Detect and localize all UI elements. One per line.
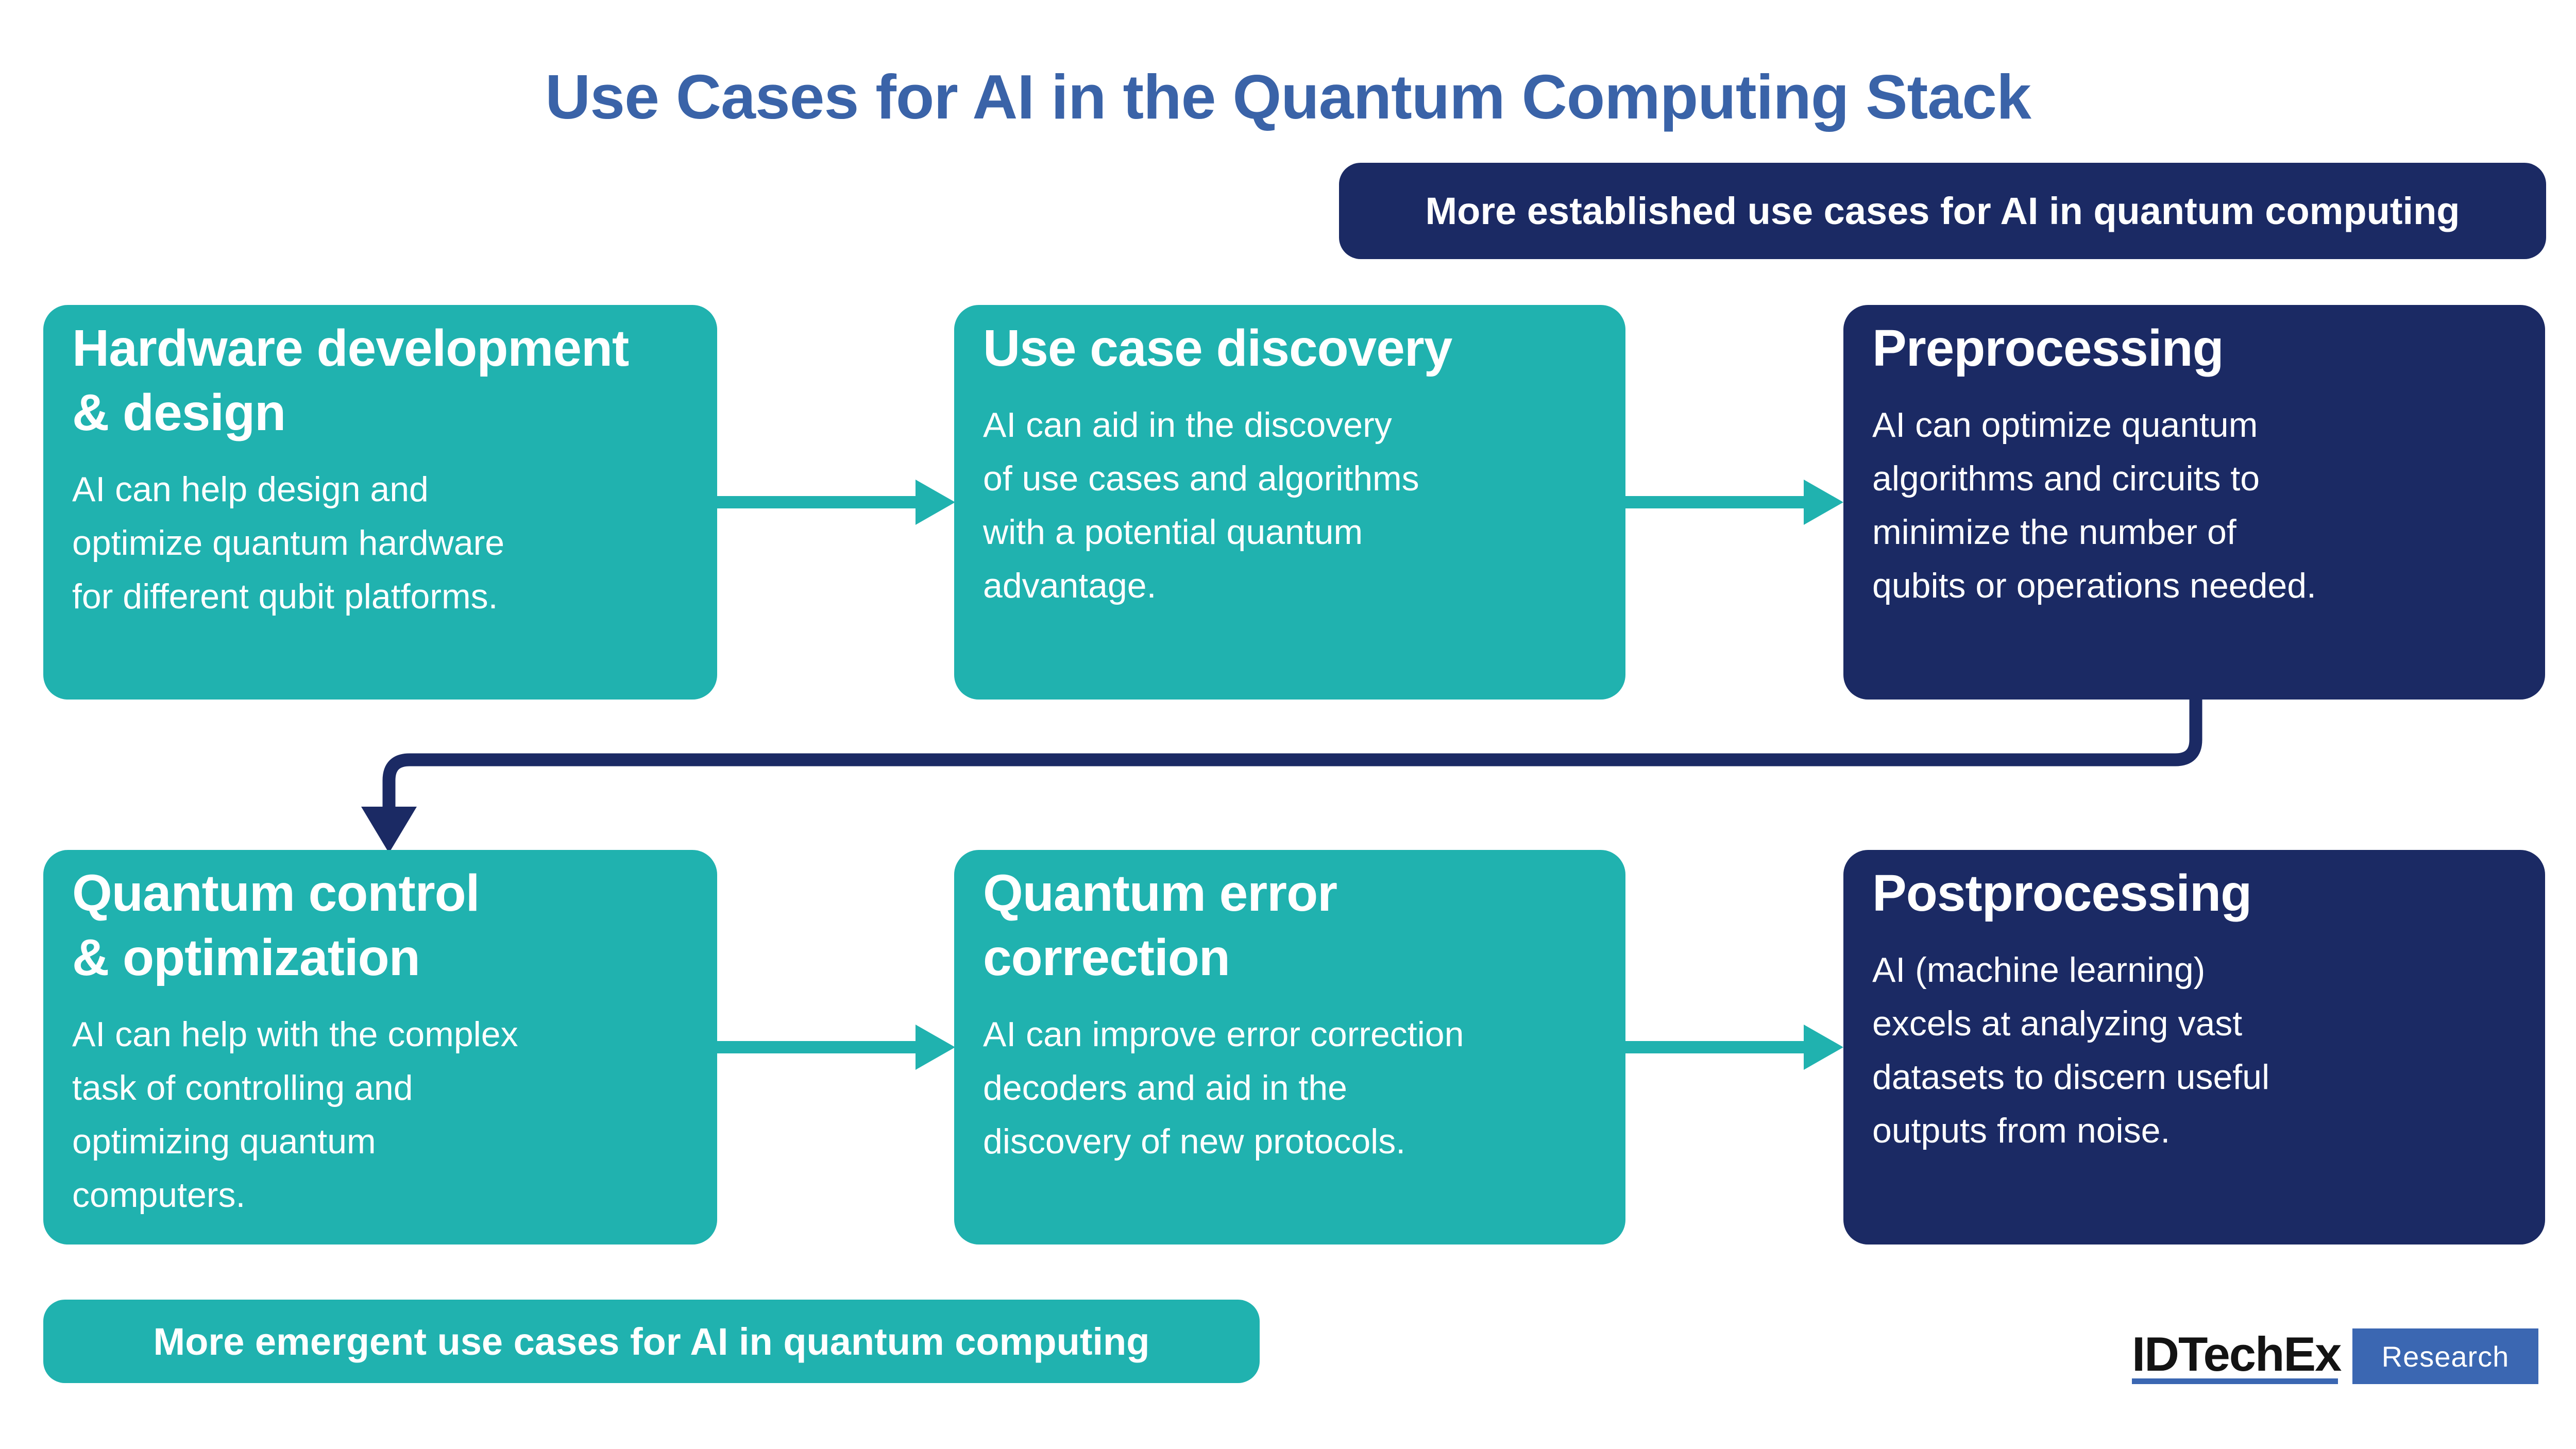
banner-emergent-label: More emergent use cases for AI in quantu… [153,1320,1150,1363]
banner-established-label: More established use cases for AI in qua… [1425,190,2460,232]
idtechex-logo: IDTechEx Research [2128,1326,2545,1393]
card-heading: Preprocessing [1872,319,2224,377]
banner-established: More established use cases for AI in qua… [1339,163,2546,259]
idtechex-research-badge: Research [2352,1328,2538,1384]
card-body: AI can improve error correction decoders… [983,1015,1464,1162]
arrow-head-usecase-to-preprocessing [1804,480,1843,525]
idtechex-wordmark: IDTechEx [2132,1327,2342,1381]
card-body: AI can help design and optimize quantum … [72,470,505,617]
card-heading: Postprocessing [1872,864,2252,922]
card-body: AI can optimize quantum algorithms and c… [1872,405,2316,606]
banner-emergent: More emergent use cases for AI in quantu… [43,1300,1260,1383]
card-hardware-development-design: Hardware development & design AI can hel… [43,305,717,700]
card-heading: Use case discovery [983,319,1452,377]
card-use-case-discovery: Use case discovery AI can aid in the dis… [954,305,1625,700]
card-body: AI can help with the complex task of con… [72,1015,518,1215]
card-heading: Quantum control & optimization [72,864,480,986]
arrow-head-control-to-errorcorrection [916,1025,955,1070]
card-body: AI (machine learning) excels at analyzin… [1872,950,2270,1151]
card-body: AI can aid in the discovery of use cases… [983,405,1419,606]
card-heading: Quantum error correction [983,864,1337,986]
card-preprocessing: Preprocessing AI can optimize quantum al… [1843,305,2545,700]
idtechex-research-label: Research [2381,1340,2510,1373]
page-title: Use Cases for AI in the Quantum Computin… [545,62,2031,132]
card-heading: Hardware development & design [72,319,629,441]
arrow-head-errorcorrection-to-postprocessing [1804,1025,1843,1070]
card-quantum-error-correction: Quantum error correction AI can improve … [954,850,1625,1245]
arrow-head-hardware-to-usecase [916,480,955,525]
elbow-connector-preprocessing-to-control [382,700,2202,810]
idtechex-underline [2132,1378,2338,1384]
card-postprocessing: Postprocessing AI (machine learning) exc… [1843,850,2545,1245]
card-quantum-control-optimization: Quantum control & optimization AI can he… [43,850,717,1245]
arrow-head-preprocessing-to-control [361,807,417,853]
